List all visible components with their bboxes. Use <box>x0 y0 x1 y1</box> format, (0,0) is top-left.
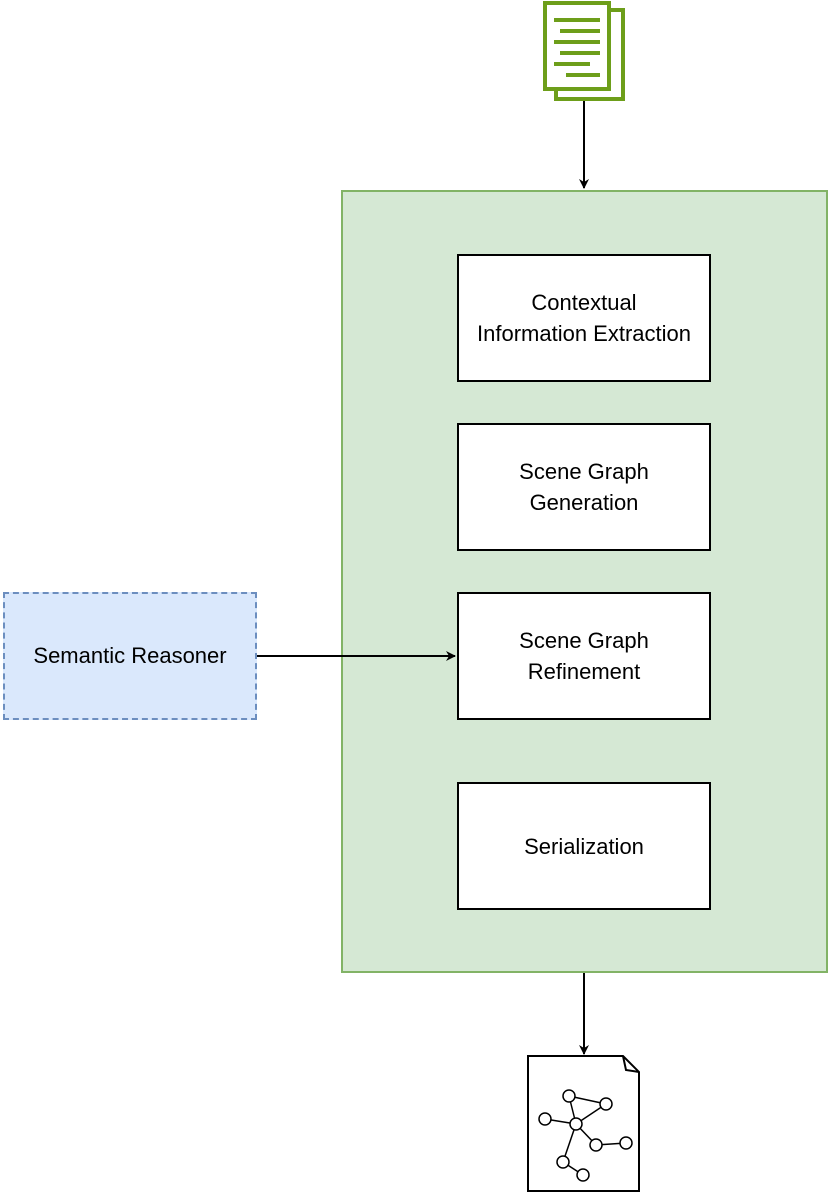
step-scene-graph-generation: Scene Graph Generation <box>457 423 711 551</box>
step-label: Scene Graph Refinement <box>519 628 649 684</box>
document-icon <box>543 1 625 101</box>
step-serialization: Serialization <box>457 782 711 910</box>
step-label: Serialization <box>524 833 644 859</box>
semantic-reasoner-box: Semantic Reasoner <box>3 592 257 720</box>
scene-graph-file-icon <box>527 1055 640 1192</box>
step-label: Scene Graph Generation <box>519 459 649 515</box>
step-scene-graph-refinement: Scene Graph Refinement <box>457 592 711 720</box>
reasoner-label: Semantic Reasoner <box>33 643 227 668</box>
step-contextual-information-extraction: Contextual Information Extraction <box>457 254 711 382</box>
step-label: Contextual Information Extraction <box>477 290 691 346</box>
